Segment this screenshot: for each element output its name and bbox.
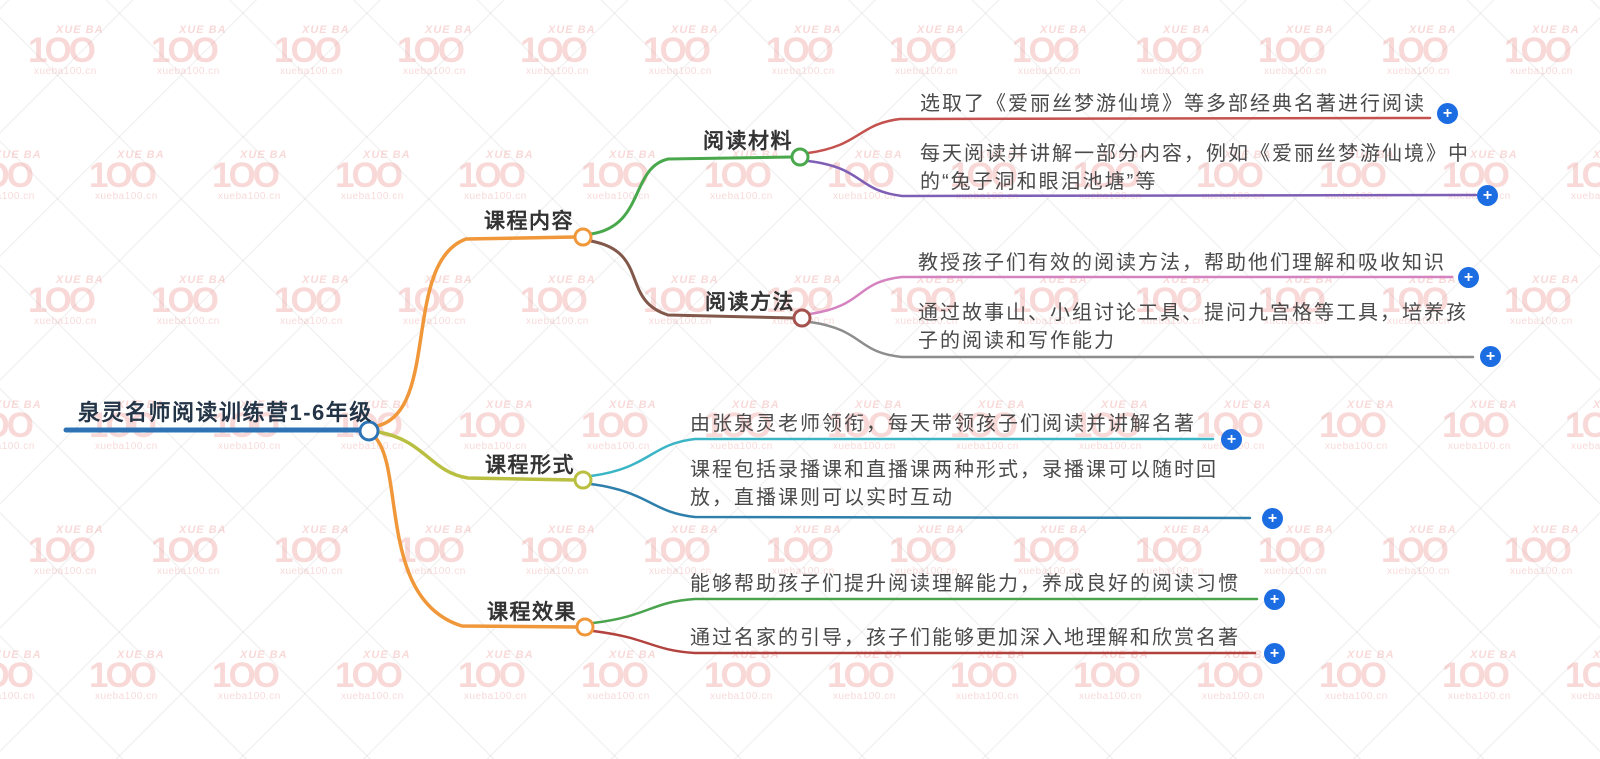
node-handle-reading-material[interactable] <box>790 147 810 167</box>
plus-icon: + <box>1269 645 1280 662</box>
branch-label-course-effect[interactable]: 课程效果 <box>487 601 577 624</box>
connector-root-course-effect <box>373 435 579 629</box>
add-child-button-effect-2[interactable]: + <box>1264 643 1285 664</box>
connector-method-leaf2 <box>808 320 1475 359</box>
leaf-text-material-1[interactable]: 选取了《爱丽丝梦游仙境》等多部经典名著进行阅读 <box>920 93 1426 115</box>
add-child-button-form-2[interactable]: + <box>1262 508 1283 529</box>
connector-effect-leaf1 <box>591 597 1259 625</box>
connector-material-leaf1 <box>806 116 1432 155</box>
node-handle-course-content[interactable] <box>573 227 593 247</box>
plus-icon: + <box>1485 348 1496 365</box>
plus-icon: + <box>1226 431 1237 448</box>
branch-label-course-content[interactable]: 课程内容 <box>484 210 574 233</box>
node-handle-course-effect[interactable] <box>575 617 595 637</box>
leaf-text-form-1[interactable]: 由张泉灵老师领衔，每天带领孩子们阅读并讲解名著 <box>690 413 1196 435</box>
leaf-text-form-2[interactable]: 课程包括录播课和直播课两种形式，录播课可以随时回 放，直播课则可以实时互动 <box>690 459 1218 509</box>
node-handle-course-form[interactable] <box>573 470 593 490</box>
root-node-handle[interactable] <box>358 420 380 442</box>
plus-icon: + <box>1463 269 1474 286</box>
plus-icon: + <box>1269 591 1280 608</box>
connector-content-material <box>589 155 794 236</box>
add-child-button-method-1[interactable]: + <box>1458 267 1479 288</box>
plus-icon: + <box>1442 105 1453 122</box>
node-label-reading-material[interactable]: 阅读材料 <box>703 130 793 153</box>
leaf-text-effect-1[interactable]: 能够帮助孩子们提升阅读理解能力，养成良好的阅读习惯 <box>690 573 1240 595</box>
connector-form-leaf2 <box>589 482 1252 520</box>
leaf-text-method-1[interactable]: 教授孩子们有效的阅读方法，帮助他们理解和吸收知识 <box>918 252 1446 274</box>
leaf-text-effect-2[interactable]: 通过名家的引导，孩子们能够更加深入地理解和欣赏名著 <box>690 627 1240 649</box>
plus-icon: + <box>1482 187 1493 204</box>
branch-label-course-form[interactable]: 课程形式 <box>485 454 575 477</box>
connector-root-course-form <box>376 430 577 482</box>
connector-root-course-content <box>375 235 577 428</box>
connector-effect-leaf2 <box>591 629 1257 655</box>
add-child-button-material-1[interactable]: + <box>1437 103 1458 124</box>
connector-form-leaf1 <box>589 437 1215 478</box>
node-label-reading-method[interactable]: 阅读方法 <box>705 291 795 314</box>
node-handle-reading-method[interactable] <box>792 308 812 328</box>
plus-icon: + <box>1267 510 1278 527</box>
leaf-text-method-2[interactable]: 通过故事山、小组讨论工具、提问九宫格等工具，培养孩 子的阅读和写作能力 <box>918 302 1468 352</box>
add-child-button-material-2[interactable]: + <box>1477 185 1498 206</box>
connector-material-leaf2 <box>806 159 1478 198</box>
connector-method-leaf1 <box>808 275 1454 316</box>
root-node-label[interactable]: 泉灵名师阅读训练营1-6年级 <box>78 400 373 425</box>
leaf-text-material-2[interactable]: 每天阅读并讲解一部分内容，例如《爱丽丝梦游仙境》中 的“兔子洞和眼泪池塘”等 <box>920 143 1470 193</box>
add-child-button-form-1[interactable]: + <box>1221 429 1242 450</box>
add-child-button-effect-1[interactable]: + <box>1264 589 1285 610</box>
add-child-button-method-2[interactable]: + <box>1480 346 1501 367</box>
connector-content-method <box>589 239 796 320</box>
